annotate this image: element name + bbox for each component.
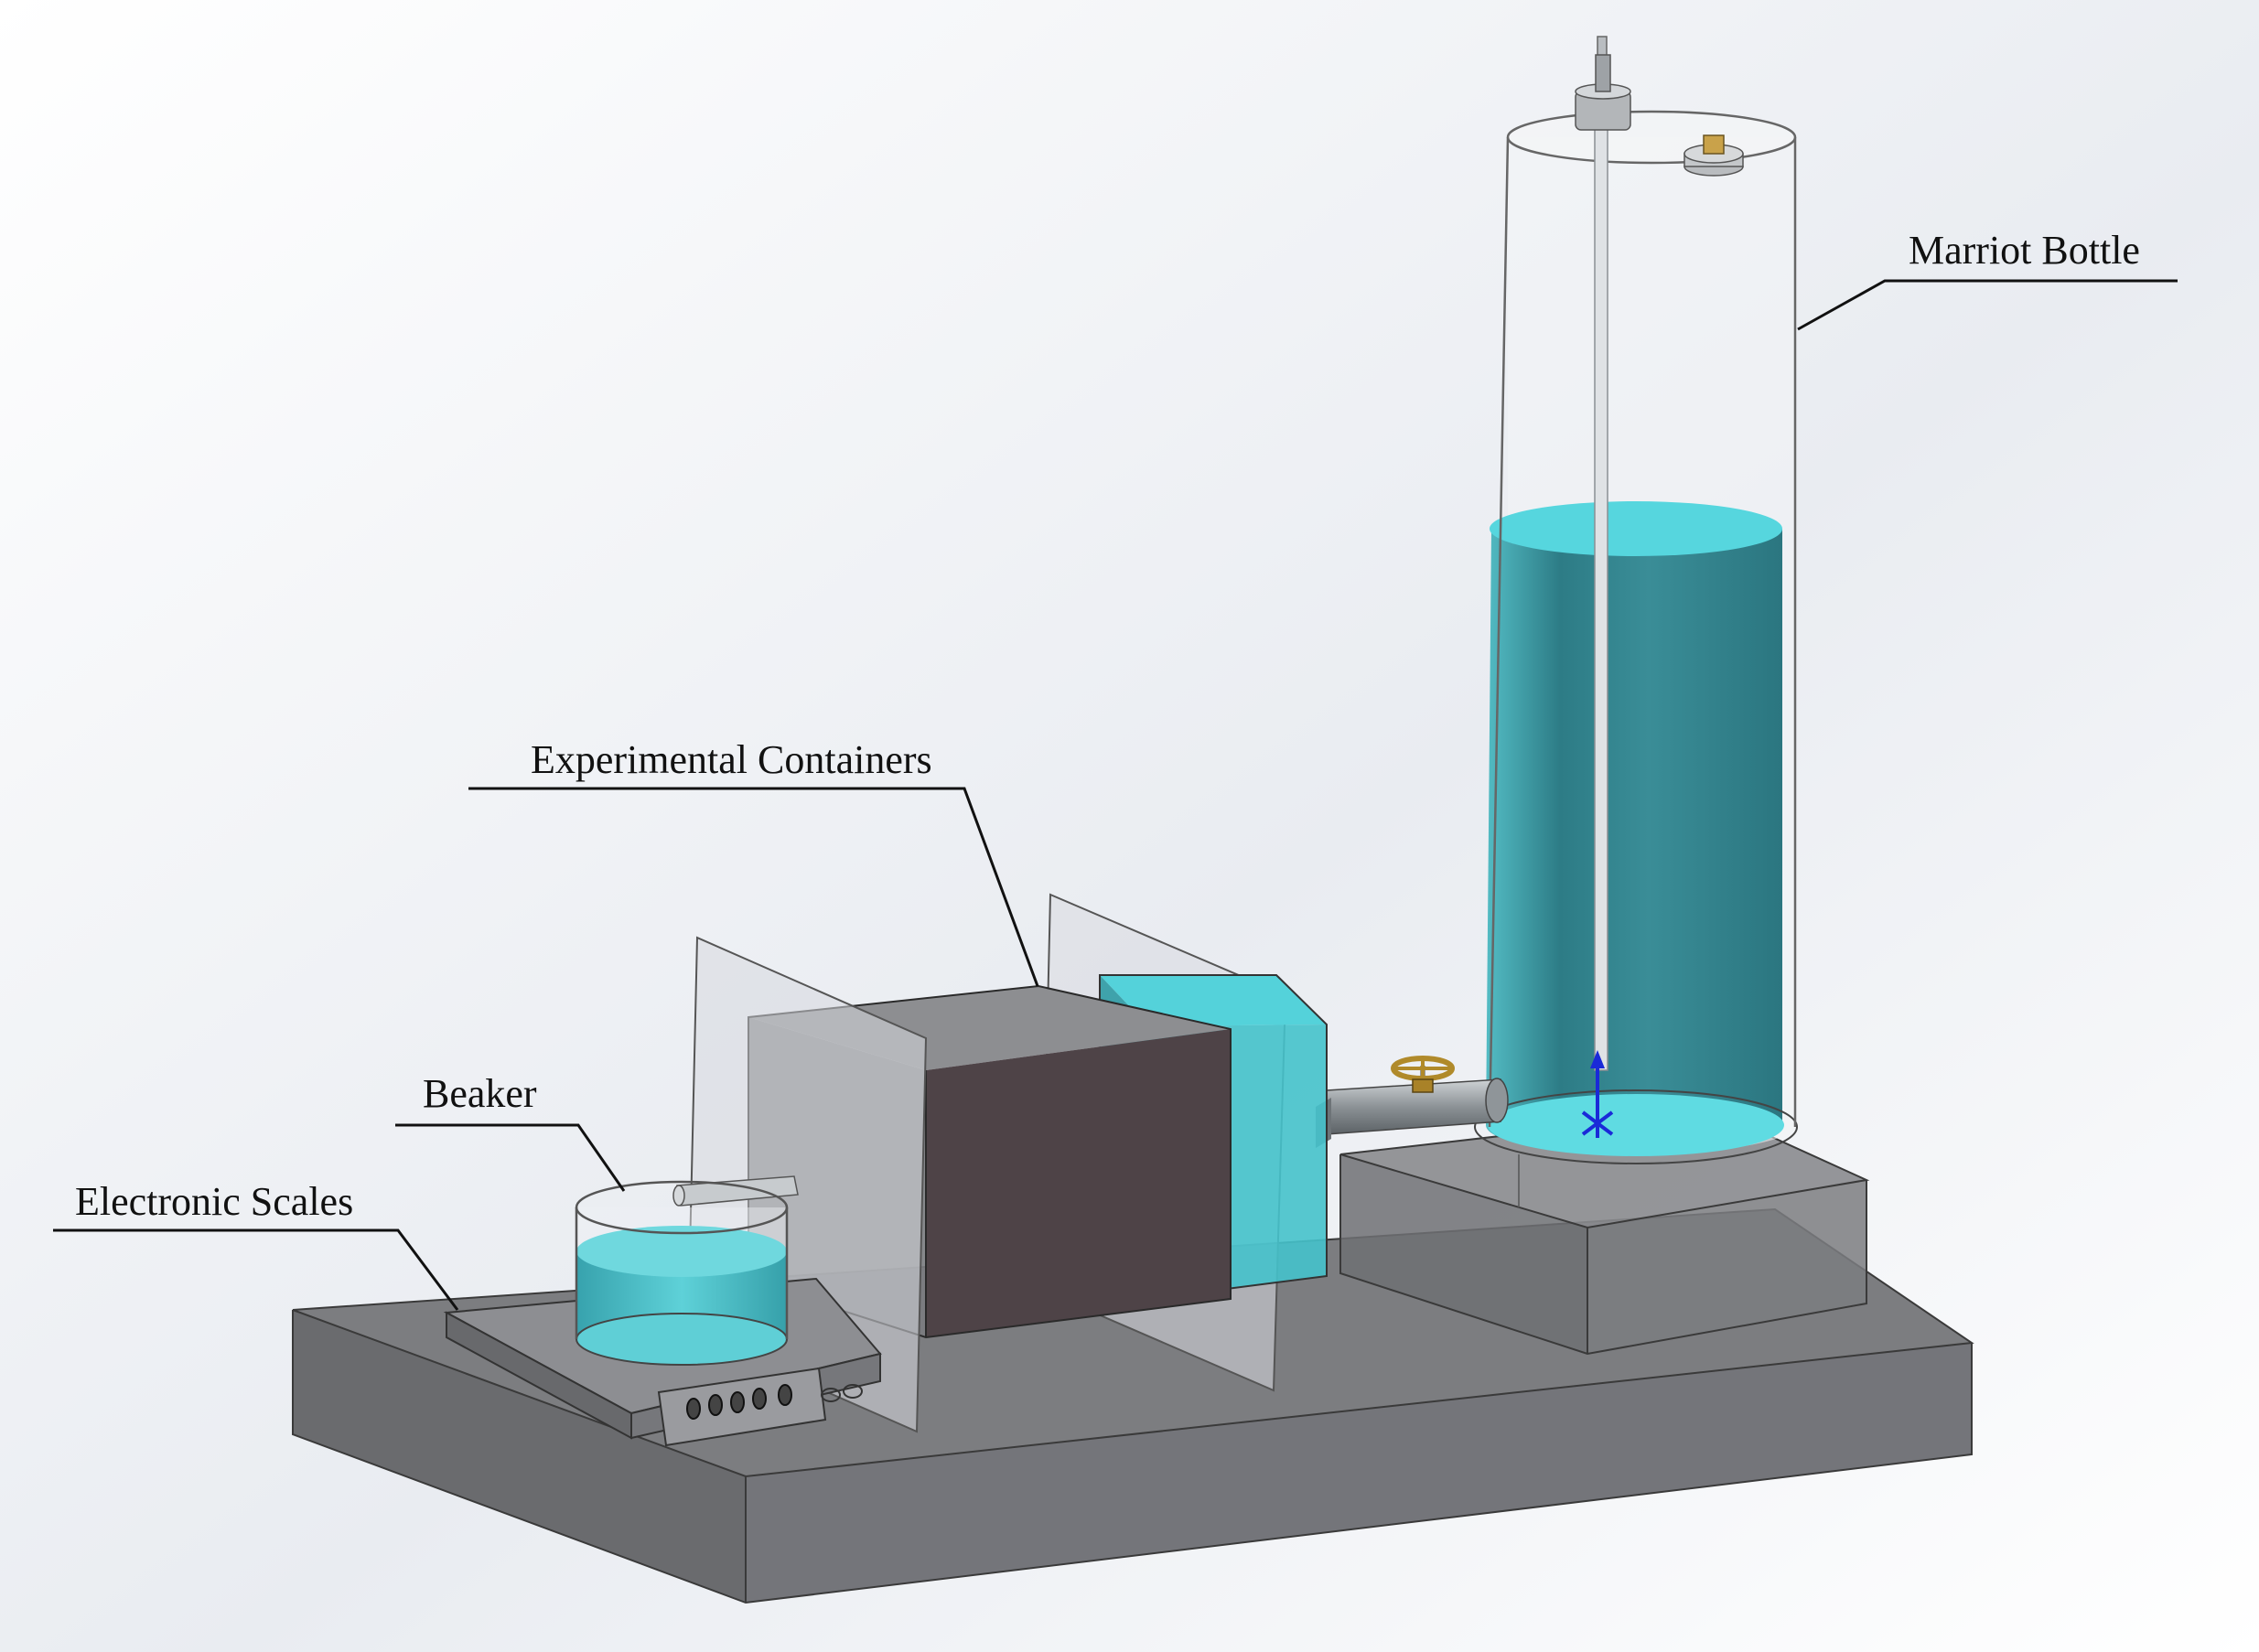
marriot-bottle (1474, 36, 1798, 1164)
coordinate-axes-icon (1581, 1050, 1614, 1138)
label-experimental-containers: Experimental Containers (468, 737, 1039, 987)
label-electronic-scales-text: Electronic Scales (75, 1179, 353, 1224)
bottle-water-surface (1490, 501, 1782, 556)
label-experimental-containers-text: Experimental Containers (531, 737, 932, 782)
label-marriot-bottle-text: Marriot Bottle (1909, 228, 2140, 273)
label-beaker-text: Beaker (423, 1071, 537, 1116)
scale-digits (686, 1384, 792, 1420)
air-tube (1594, 100, 1608, 1071)
label-marriot-bottle: Marriot Bottle (1797, 228, 2178, 331)
scale-buttons-icon (821, 1384, 863, 1402)
vent-cap (1683, 134, 1744, 177)
valve-handle-icon (1391, 1056, 1455, 1093)
stopper-fitting (1575, 54, 1631, 131)
beaker-water-surface (576, 1226, 787, 1277)
beaker (575, 1180, 789, 1366)
label-electronic-scales: Electronic Scales (53, 1179, 459, 1311)
label-beaker: Beaker (395, 1071, 626, 1192)
bottle-top-rim (1506, 110, 1797, 165)
